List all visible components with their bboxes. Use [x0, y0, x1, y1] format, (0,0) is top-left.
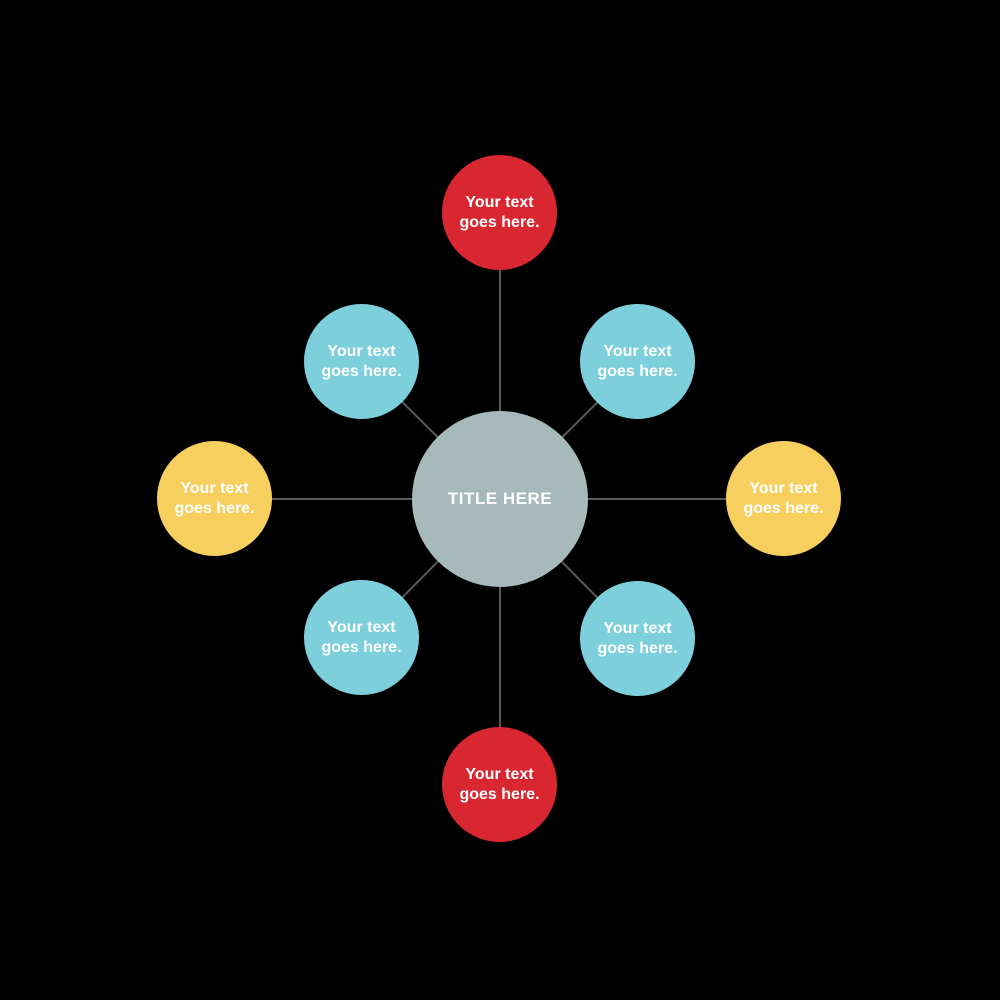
node-bottom-right[interactable]: Your text goes here. [580, 581, 695, 696]
center-node-label: TITLE HERE [447, 488, 553, 508]
node-left-label: Your text goes here. [174, 479, 255, 517]
node-right-label: Your text goes here. [743, 479, 824, 517]
node-right[interactable]: Your text goes here. [726, 441, 841, 556]
node-left[interactable]: Your text goes here. [157, 441, 272, 556]
node-top-left-label: Your text goes here. [321, 342, 402, 380]
node-bottom-label: Your text goes here. [459, 765, 540, 803]
node-top[interactable]: Your text goes here. [442, 155, 557, 270]
node-top-right[interactable]: Your text goes here. [580, 304, 695, 419]
node-bottom-right-label: Your text goes here. [597, 619, 678, 657]
node-bottom[interactable]: Your text goes here. [442, 727, 557, 842]
node-bottom-left-label: Your text goes here. [321, 618, 402, 656]
node-top-left[interactable]: Your text goes here. [304, 304, 419, 419]
node-top-label: Your text goes here. [459, 193, 540, 231]
node-top-right-label: Your text goes here. [597, 342, 678, 380]
center-node[interactable]: TITLE HERE [412, 411, 588, 587]
node-bottom-left[interactable]: Your text goes here. [304, 580, 419, 695]
